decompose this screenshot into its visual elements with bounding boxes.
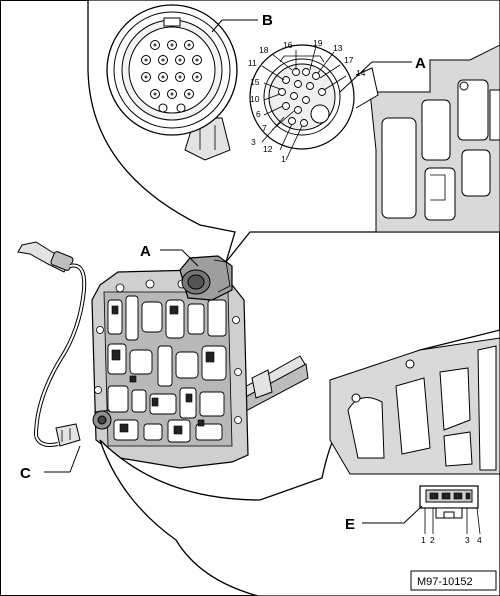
callout-e: E (345, 505, 423, 533)
pin-e-label-4: 4 (477, 535, 482, 545)
pin-e-label-2: 2 (430, 535, 435, 545)
pin-label-7: 7 (262, 123, 267, 133)
connector-b (106, 4, 238, 161)
pin-label-13: 13 (333, 43, 343, 53)
pin-e-label-3: 3 (465, 535, 470, 545)
connector-a (249, 44, 379, 150)
callout-b-label: B (262, 12, 273, 29)
callout-b: B (211, 12, 273, 33)
callout-a-top: A (339, 55, 426, 93)
pin-label-15: 15 (250, 77, 260, 87)
pin-e-label-1: 1 (421, 535, 426, 545)
callout-c: C (20, 445, 81, 482)
valve-body-top-detail (369, 44, 500, 233)
speed-sensor-cable (17, 241, 87, 447)
pin-label-10: 10 (250, 94, 260, 104)
pin-label-11: 11 (248, 58, 257, 68)
pin-labels-e: 1 2 3 4 (421, 535, 482, 545)
callout-e-label: E (345, 516, 355, 533)
connector-e (419, 485, 479, 519)
pin-label-17: 17 (344, 55, 354, 65)
callout-a-mid: A (140, 243, 199, 267)
connector-c-socket (92, 409, 112, 430)
callout-c-label: C (20, 465, 31, 482)
valve-body-bottom-detail (329, 337, 500, 475)
pin-label-6: 6 (256, 109, 261, 119)
pin-label-19: 19 (313, 38, 323, 48)
callout-a-top-label: A (415, 55, 426, 72)
callout-a-mid-label: A (140, 243, 151, 260)
pin-label-18: 18 (259, 45, 269, 55)
pin-label-3: 3 (251, 137, 256, 147)
pin-label-1: 1 (281, 154, 286, 164)
reference-code: M97-10152 (417, 576, 473, 588)
reference-code-box: M97-10152 (410, 570, 497, 591)
valve-body-main (91, 269, 249, 469)
pin-label-12: 12 (263, 144, 273, 154)
component-a-plug (179, 255, 233, 301)
pin-leaders-e (424, 507, 481, 535)
pin-label-16: 16 (283, 40, 293, 50)
pin-leaders-a (261, 45, 347, 161)
